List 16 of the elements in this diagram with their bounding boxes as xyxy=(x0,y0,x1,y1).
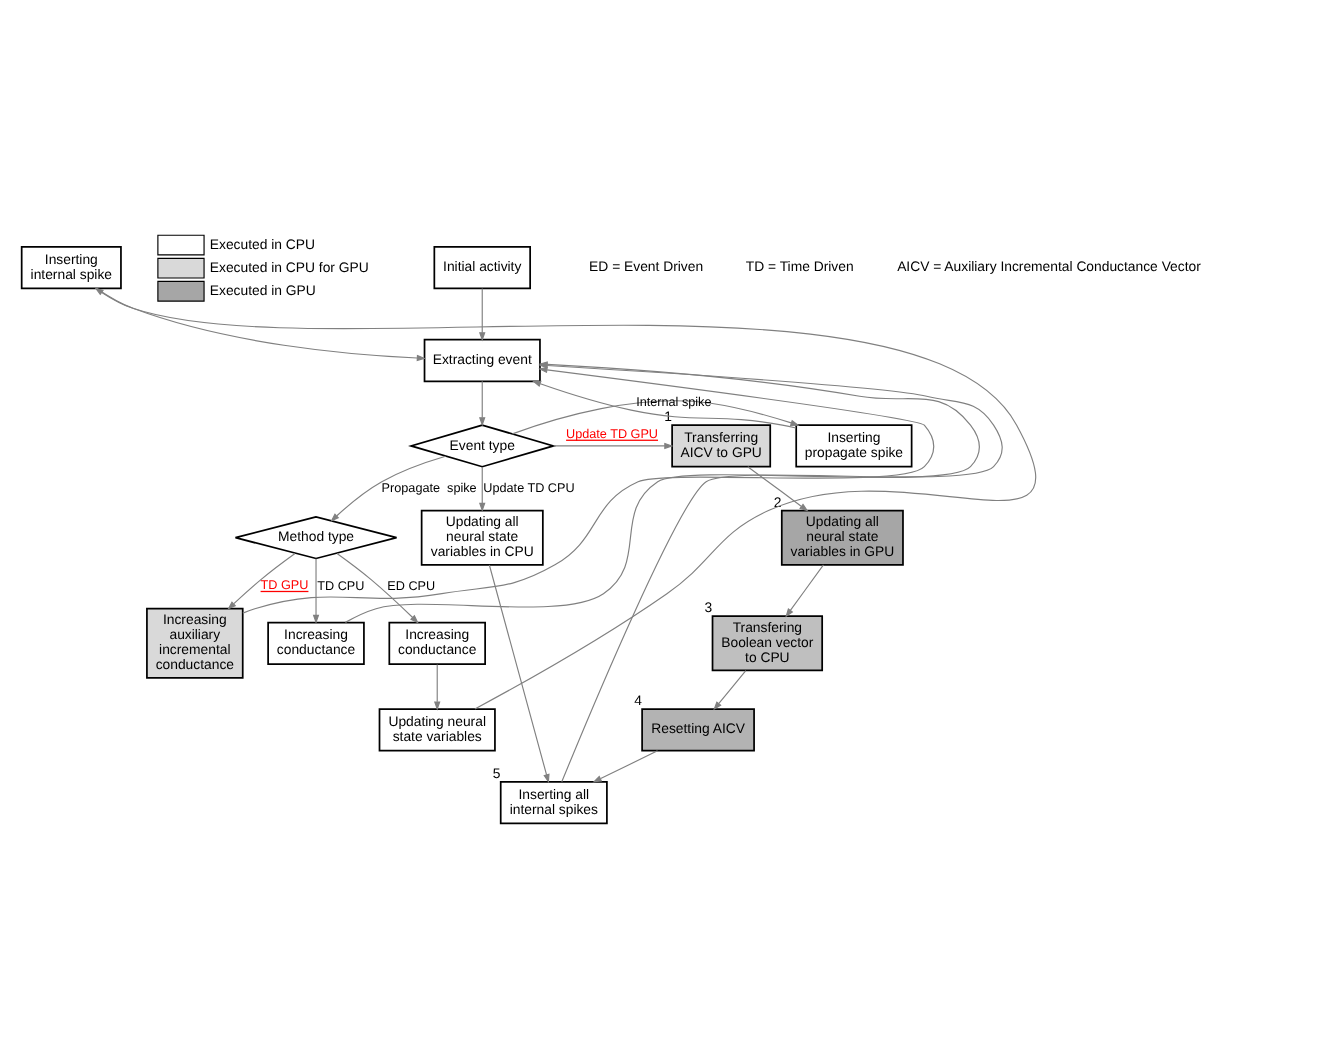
arrow xyxy=(531,379,797,428)
arrow xyxy=(785,563,825,617)
arrow xyxy=(511,399,800,434)
arrow xyxy=(488,563,550,783)
arrow xyxy=(479,465,486,512)
arrow xyxy=(553,441,674,449)
arrow xyxy=(227,551,296,609)
arrow xyxy=(713,669,747,710)
arrow xyxy=(592,749,659,782)
arrow xyxy=(312,557,320,624)
arrow xyxy=(330,454,447,521)
arrow xyxy=(747,465,809,511)
arrow xyxy=(479,379,486,426)
arrow xyxy=(434,662,441,710)
arrow xyxy=(336,551,419,623)
arrow xyxy=(479,286,486,341)
